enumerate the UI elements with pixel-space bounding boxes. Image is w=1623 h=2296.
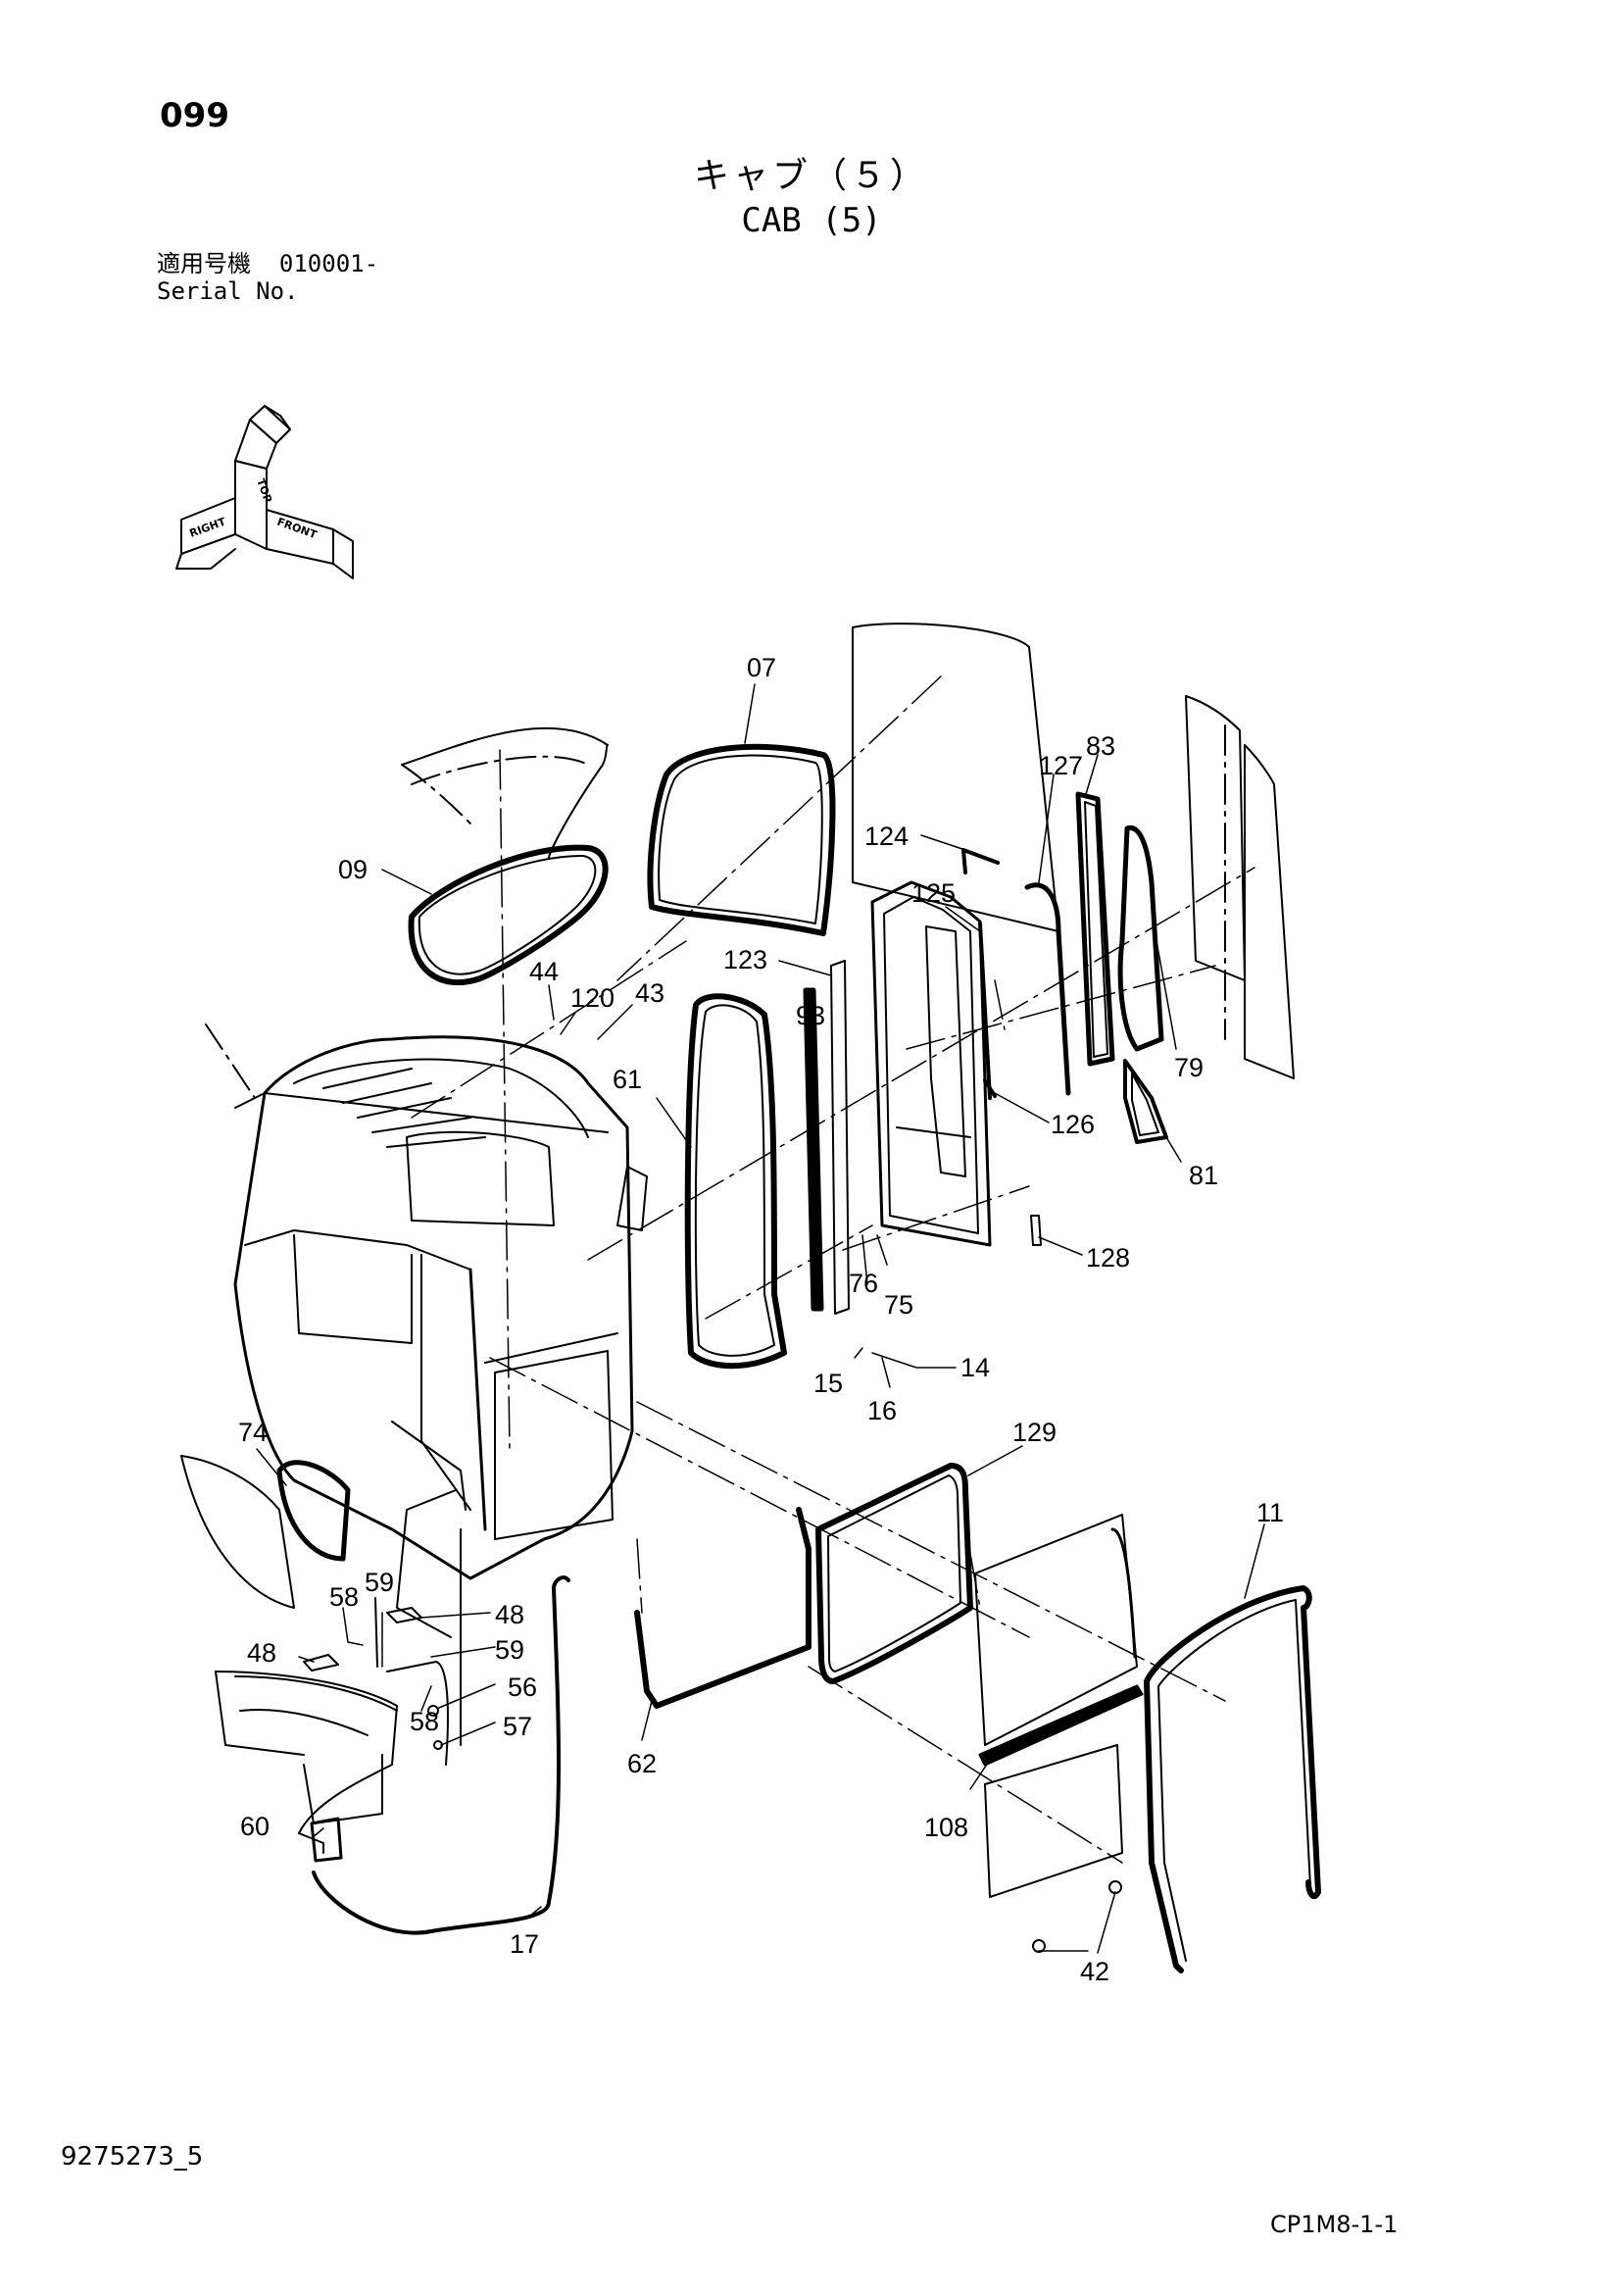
leader-lines	[256, 683, 1265, 1954]
callout-14: 14	[960, 1353, 990, 1382]
callout-126: 126	[1051, 1110, 1095, 1139]
page-title-jp: キャブ（５）	[693, 156, 929, 196]
callout-83: 83	[1086, 731, 1115, 761]
callout-07: 07	[747, 653, 776, 682]
callout-09: 09	[338, 855, 368, 884]
footer-code: CP1M8-1-1	[1270, 2211, 1399, 2238]
callout-15: 15	[813, 1369, 843, 1398]
compass-top-label: TOP	[254, 477, 274, 505]
seal-62	[634, 1507, 812, 1709]
callout-123: 123	[723, 945, 767, 974]
compass-right-label: RIGHT	[188, 515, 228, 539]
callout-56: 56	[508, 1672, 537, 1702]
channel-108	[978, 1684, 1144, 1767]
cover-60	[310, 1817, 343, 1863]
callout-124: 124	[864, 822, 909, 851]
callout-81: 81	[1189, 1161, 1218, 1190]
callout-61: 61	[613, 1065, 642, 1094]
callout-57: 57	[503, 1712, 532, 1741]
serial-label-jp: 適用号機	[157, 250, 251, 277]
callout-58b: 58	[410, 1707, 439, 1736]
callout-93: 93	[796, 1001, 825, 1030]
seal-11	[1144, 1585, 1321, 1973]
page-number: 099	[160, 96, 229, 135]
callout-59a: 59	[365, 1568, 394, 1597]
window-seal-129	[815, 1463, 973, 1684]
callout-125: 125	[911, 878, 956, 908]
callout-43: 43	[635, 978, 664, 1008]
document-number: 9275273_5	[61, 2142, 204, 2171]
callout-108: 108	[924, 1813, 968, 1842]
clip-42a	[1032, 1939, 1046, 1953]
sliding-glass-lower	[984, 1744, 1123, 1898]
callout-128: 128	[1086, 1243, 1130, 1273]
roof-seal-09	[408, 844, 609, 986]
front-glass-seal-07	[647, 743, 836, 936]
callout-59b: 59	[495, 1635, 524, 1665]
orientation-compass-icon: TOP RIGHT FRONT	[175, 405, 354, 579]
serial-label-en: Serial No.	[157, 277, 299, 305]
callout-76: 76	[849, 1269, 878, 1298]
strip-123	[830, 960, 850, 1315]
seal-81	[1123, 1059, 1168, 1144]
callout-129: 129	[1012, 1418, 1057, 1447]
callout-79: 79	[1174, 1053, 1204, 1082]
serial-value: 010001-	[278, 250, 379, 277]
pin-128	[1030, 1215, 1042, 1246]
callout-62: 62	[627, 1749, 657, 1778]
callout-17: 17	[510, 1929, 539, 1959]
callout-48b: 48	[247, 1638, 276, 1668]
callout-11: 11	[1256, 1498, 1284, 1527]
seal-127	[1024, 882, 1071, 1096]
serial-info: 適用号機 010001- Serial No.	[157, 250, 378, 305]
front-glass-panel	[852, 623, 1059, 932]
callout-42: 42	[1080, 1957, 1109, 1986]
callout-16: 16	[867, 1396, 897, 1425]
callout-75: 75	[884, 1290, 913, 1320]
clip-42b	[1108, 1880, 1122, 1894]
roof-panel	[401, 726, 609, 859]
callout-60: 60	[240, 1812, 270, 1841]
side-glass-panels	[1185, 695, 1295, 1079]
callout-58a: 58	[329, 1582, 359, 1612]
plate-48b	[386, 1607, 422, 1623]
sliding-glass-upper	[974, 1514, 1138, 1746]
door-glass-seal-61	[684, 993, 787, 1370]
callout-44: 44	[529, 957, 559, 986]
seal-126	[983, 1078, 997, 1098]
seal-124	[961, 848, 1000, 874]
callout-74: 74	[238, 1418, 268, 1447]
door-frame	[870, 880, 992, 1247]
seal-79	[1117, 825, 1164, 1052]
cab-body	[205, 1023, 648, 1746]
callout-120: 120	[570, 983, 615, 1013]
harness-17	[312, 1575, 570, 1935]
page-title-en: CAB (5)	[741, 201, 882, 240]
plate-48a	[303, 1654, 339, 1672]
seal-83	[1075, 791, 1115, 1067]
seal-125	[978, 922, 992, 1100]
callout-48a: 48	[495, 1600, 524, 1629]
callout-127: 127	[1039, 751, 1083, 780]
wire-59	[374, 1597, 449, 1766]
side-glass-74	[276, 1460, 351, 1562]
clip-56	[427, 1705, 439, 1717]
rear-step-cover	[215, 1671, 398, 1854]
